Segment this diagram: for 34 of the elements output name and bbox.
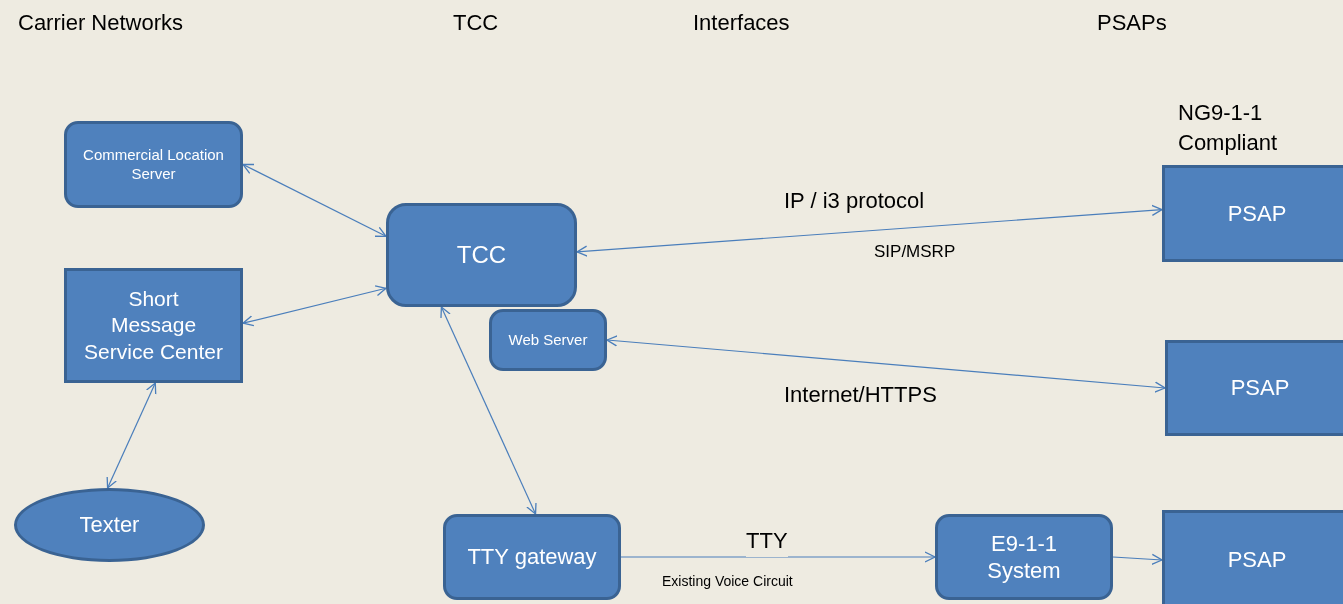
process-box (1165, 340, 1343, 436)
arrow (242, 285, 387, 327)
node-label: Commercial Location Server (83, 145, 224, 184)
process-box (935, 514, 1113, 600)
arrow (440, 306, 537, 515)
process-box (443, 514, 621, 600)
process-box (386, 203, 577, 307)
process-box (1162, 510, 1343, 604)
process-box (64, 121, 243, 208)
arrow (576, 204, 1163, 257)
node-label: PSAP (1227, 546, 1287, 574)
arrow (606, 335, 1166, 393)
column-heading: PSAPs (1097, 9, 1167, 37)
column-heading: TCC (453, 9, 499, 37)
protocol-label: SIP/MSRP (874, 241, 956, 263)
node-label: Texter (79, 511, 140, 539)
arrow (106, 382, 157, 489)
process-box (1162, 165, 1343, 262)
node-label: TTY gateway (467, 543, 597, 571)
circuit-label: Existing Voice Circuit (662, 572, 793, 591)
node-label: E9-1-1 System (986, 529, 1062, 585)
arrow (620, 551, 936, 563)
node-label: Web Server (508, 330, 588, 350)
node-label: TCC (456, 240, 507, 270)
arrow (242, 163, 387, 237)
node-label: Short Message Service Center (83, 286, 224, 365)
column-heading: Interfaces (693, 9, 790, 37)
column-heading: Carrier Networks (18, 9, 184, 37)
node-label: PSAP (1230, 374, 1290, 402)
arrow (1112, 553, 1163, 566)
node-label: PSAP (1227, 199, 1287, 228)
process-box (64, 268, 243, 383)
node-label: NG9-1-1 Compliant (1178, 99, 1279, 157)
process-box (489, 309, 607, 371)
